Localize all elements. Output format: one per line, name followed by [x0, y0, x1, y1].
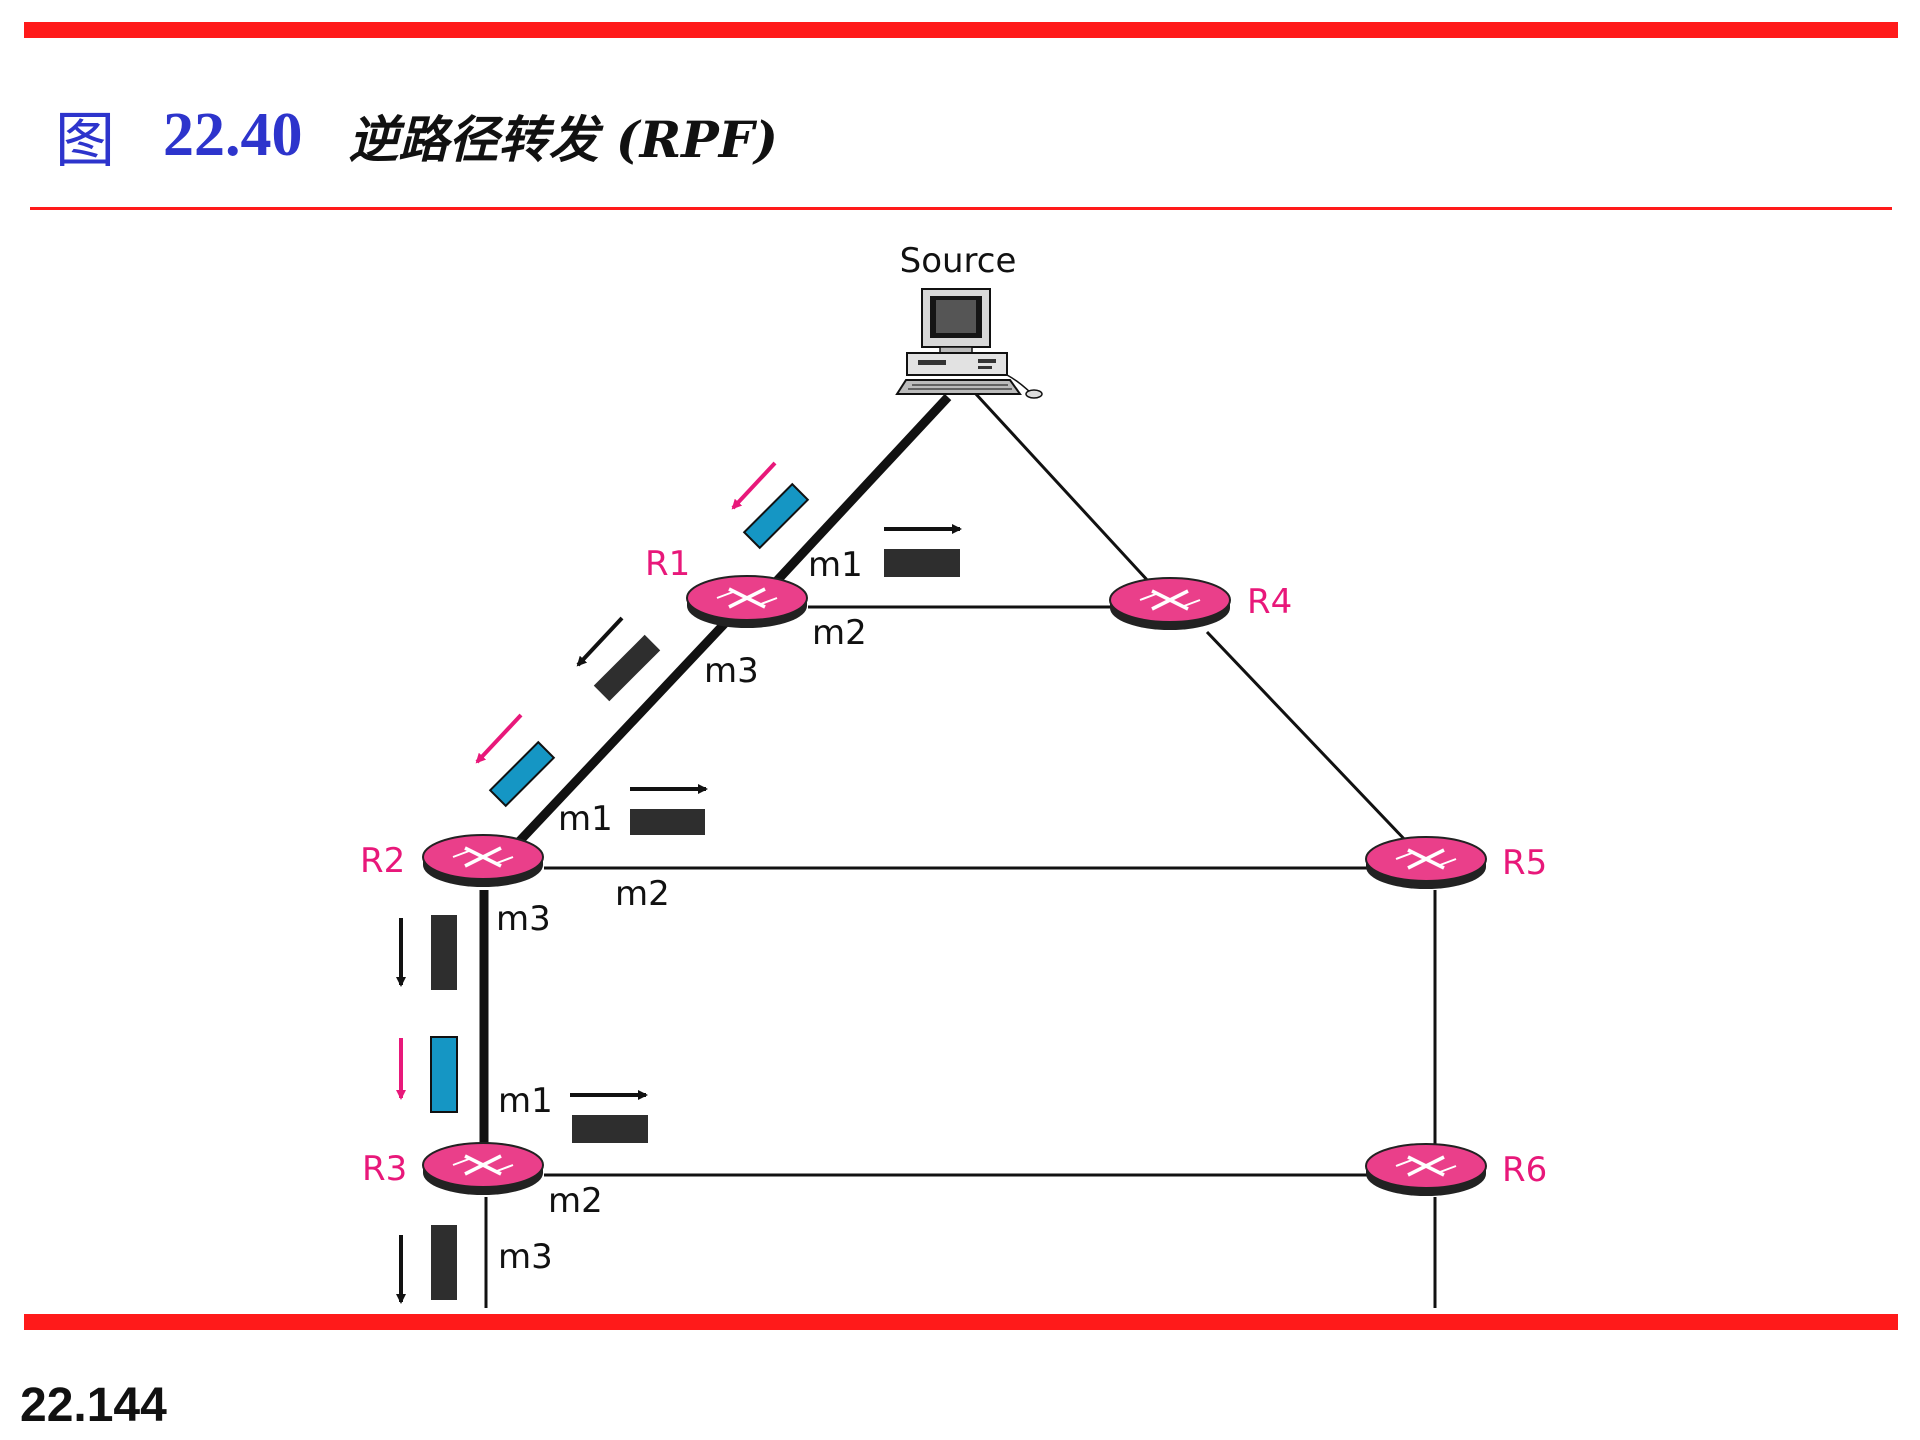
title-rule — [30, 207, 1892, 210]
link-source-r4 — [973, 391, 1174, 609]
forwarded-packet-r3-m3 — [431, 1225, 457, 1300]
router-label-r6: R6 — [1502, 1150, 1547, 1190]
forwarded-packet-r1-m3 — [593, 634, 661, 702]
forwarded-packet-r2-m3 — [431, 915, 457, 990]
incoming-packet-r1 — [742, 482, 810, 550]
port-label-r1-m3: m3 — [704, 651, 759, 691]
figure-caption: 逆路径转发 (RPF) — [348, 109, 778, 169]
thin-links — [484, 391, 1437, 1308]
top-rule — [24, 22, 1898, 38]
pink-arrow-icon — [731, 461, 777, 510]
path-r1-r2 — [510, 616, 732, 851]
router-label-r4: R4 — [1247, 582, 1292, 622]
slide-number: 22.144 — [20, 1379, 167, 1432]
router-label-r2: R2 — [360, 841, 405, 881]
router-r5 — [1364, 835, 1488, 891]
router-label-r1: R1 — [645, 544, 690, 584]
router-r3 — [421, 1141, 545, 1197]
path-source-r1 — [768, 393, 952, 590]
forwarded-packet-r2-m1 — [630, 809, 705, 835]
router-label-r5: R5 — [1502, 843, 1547, 883]
forwarded-packets — [396, 524, 962, 1304]
incoming-packets — [396, 461, 810, 1113]
incoming-packet-r2 — [488, 740, 556, 808]
shortest-path — [479, 393, 952, 1153]
router-r4 — [1108, 576, 1232, 632]
figure-number: 22.40 — [163, 101, 303, 169]
router-r6 — [1364, 1142, 1488, 1198]
bottom-rule — [24, 1314, 1898, 1330]
port-label-r3-m3: m3 — [498, 1237, 553, 1277]
port-label-r2-m2: m2 — [615, 874, 670, 914]
black-arrow-icon — [576, 616, 624, 667]
link-r4-r5 — [1205, 630, 1429, 865]
source-computer-icon — [895, 288, 1043, 399]
figure-label: 图 — [55, 106, 115, 176]
port-label-r1-m1: m1 — [808, 545, 863, 585]
port-label-r1-m2: m2 — [812, 613, 867, 653]
slide-title: 图 22.40 逆路径转发 (RPF) — [55, 92, 778, 182]
router-r2 — [421, 833, 545, 889]
router-label-r3: R3 — [362, 1149, 407, 1189]
pink-arrow-icon — [475, 713, 523, 764]
port-label-r2-m3: m3 — [496, 899, 551, 939]
source-label: Source — [900, 241, 1017, 281]
port-label-r2-m1: m1 — [558, 799, 613, 839]
incoming-packet-r3 — [430, 1036, 458, 1113]
router-r1 — [685, 574, 809, 630]
port-label-r3-m1: m1 — [498, 1081, 553, 1121]
port-label-r3-m2: m2 — [548, 1181, 603, 1221]
forwarded-packet-r3-m1 — [572, 1115, 648, 1143]
forwarded-packet-r1-m1 — [884, 549, 960, 577]
